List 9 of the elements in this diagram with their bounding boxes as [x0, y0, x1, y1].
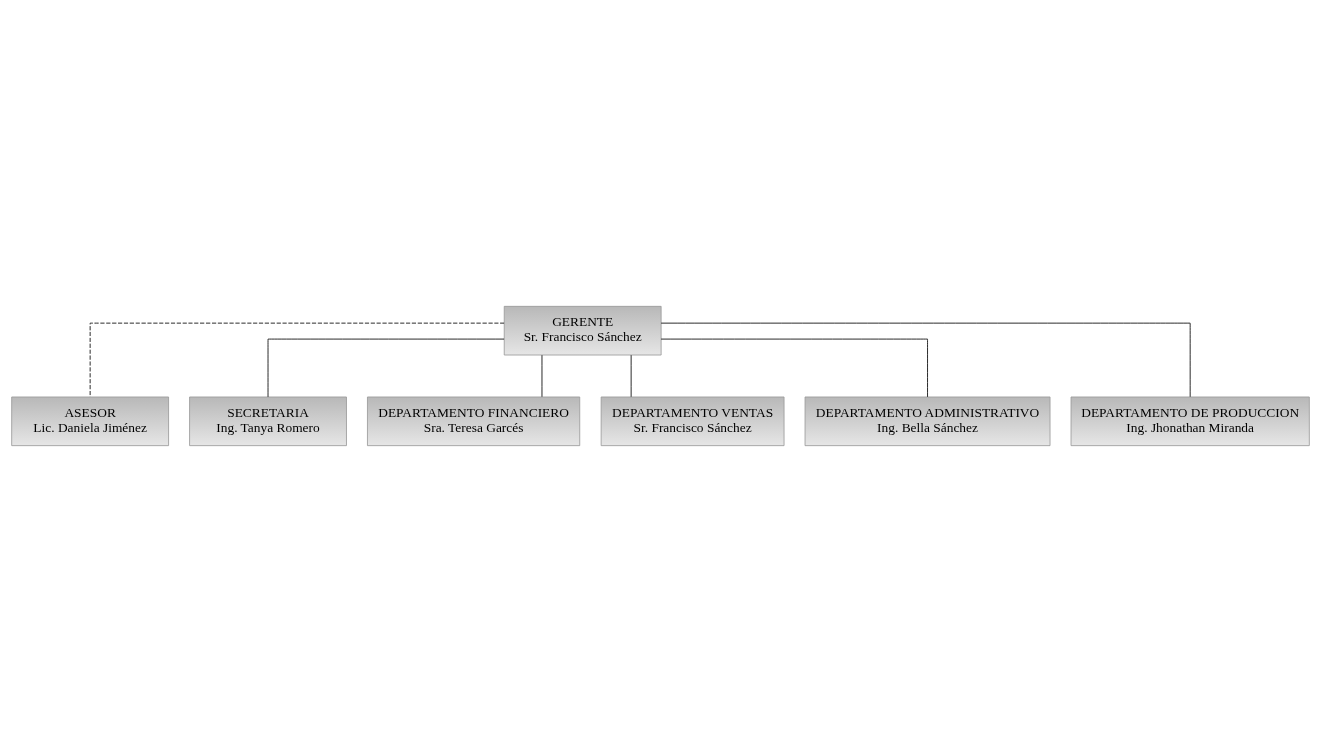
node-box: ASESOR Lic. Daniela Jiménez — [11, 396, 169, 446]
connector — [89, 322, 505, 397]
node-box: DEPARTAMENTO ADMINISTRATIVO Ing. Bella Sánchez — [804, 396, 1051, 446]
node-box: GERENTE Sr. Francisco Sánchez — [503, 305, 662, 355]
node-box: DEPARTAMENTO DE PRODUCCION Ing. Jhonathan Miranda — [1070, 396, 1310, 446]
node-box: DEPARTAMENTO VENTAS Sr. Francisco Sánchez — [600, 396, 785, 446]
node-box: SECRETARIA Ing. Tanya Romero — [189, 396, 347, 446]
node-box: DEPARTAMENTO FINANCIERO Sra. Teresa Garcés — [367, 396, 581, 446]
connector — [660, 338, 928, 397]
